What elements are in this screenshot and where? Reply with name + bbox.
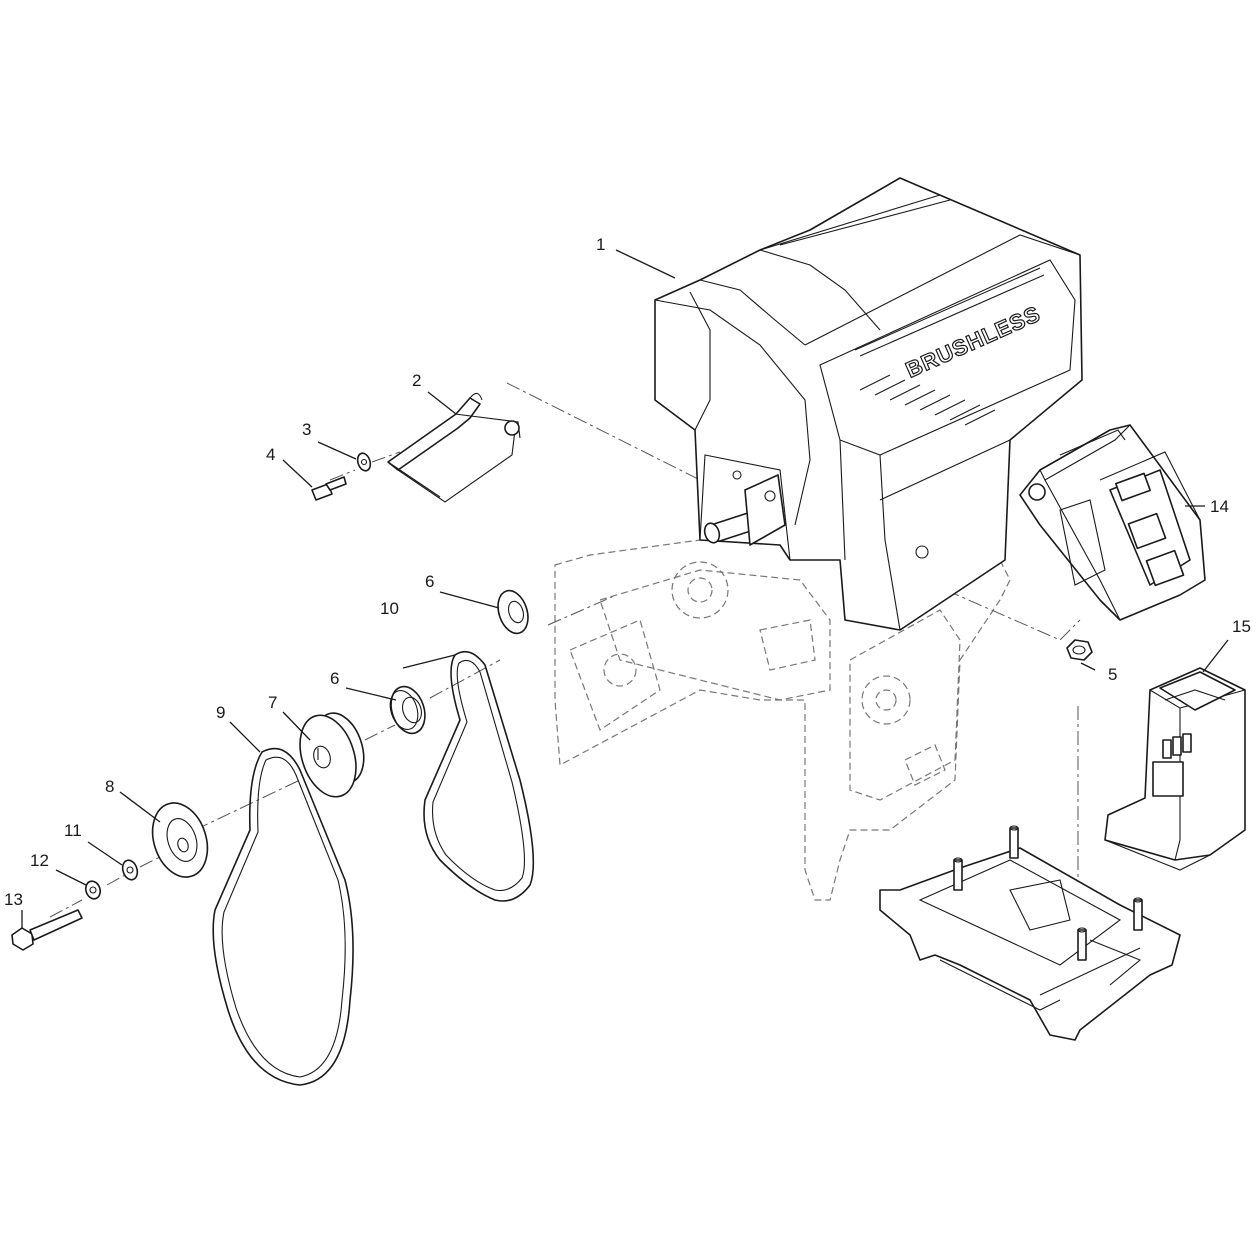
wire-bracket [387, 392, 521, 503]
nut-12 [84, 880, 102, 900]
nut-5 [1066, 639, 1093, 661]
callout-10: 10 [380, 599, 399, 618]
callout-4: 4 [266, 445, 275, 464]
callout-3: 3 [302, 420, 311, 439]
callout-15: 15 [1232, 617, 1251, 636]
screw-4 [311, 476, 347, 501]
callout-12: 12 [30, 851, 49, 870]
belt-inner [423, 650, 535, 902]
battery [1019, 424, 1206, 621]
callout-1: 1 [596, 235, 605, 254]
callout-14: 14 [1210, 497, 1229, 516]
callout-2: 2 [412, 371, 421, 390]
mounting-plate [879, 825, 1181, 1041]
bearing-lower [389, 685, 426, 735]
bolt-13 [11, 909, 83, 951]
phantom-frame [554, 534, 1011, 901]
bearing-upper [497, 589, 529, 635]
callout-9: 9 [216, 703, 225, 722]
leader-lines [21, 249, 1229, 928]
callout-7: 7 [268, 693, 277, 712]
callout-6b: 6 [330, 669, 339, 688]
callout-13: 13 [4, 890, 23, 909]
belt-outer [212, 747, 354, 1086]
pulley-small [151, 802, 209, 878]
callout-5: 5 [1108, 665, 1117, 684]
callout-11: 11 [64, 821, 82, 840]
motor: BRUSHLESS [654, 177, 1083, 631]
charger [1104, 667, 1246, 871]
callout-6a: 6 [425, 572, 434, 591]
pulley-large [299, 712, 365, 798]
washer-3 [356, 452, 372, 472]
washer-11 [121, 859, 139, 881]
callouts: 1 2 3 4 5 6 6 7 8 9 10 11 12 13 14 15 [4, 235, 1251, 909]
callout-8: 8 [105, 777, 114, 796]
